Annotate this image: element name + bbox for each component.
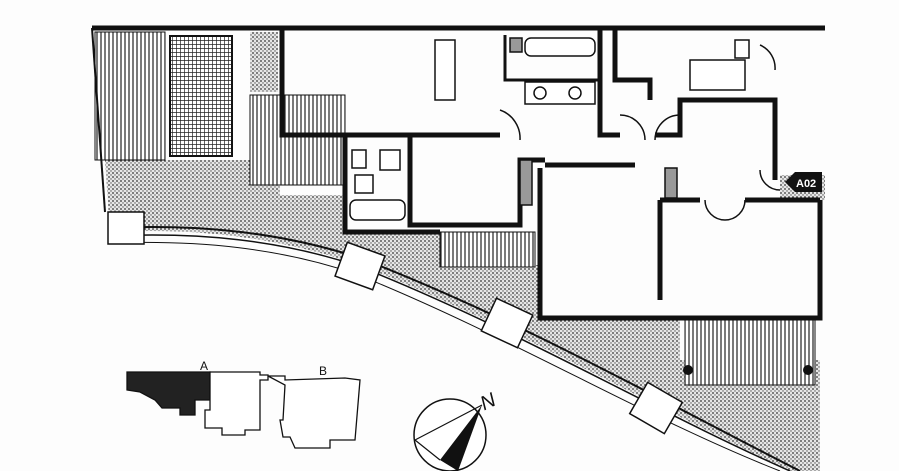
- walls: [91, 25, 825, 321]
- key-plan: A B: [126, 359, 361, 449]
- terrace-east: [684, 319, 816, 386]
- terrace-south: [439, 231, 536, 268]
- block-b-label: B: [319, 364, 327, 378]
- terrace-small: [249, 94, 346, 186]
- block-a-label: A: [200, 359, 208, 373]
- fixtures: [349, 37, 750, 221]
- unit-tag: A02: [785, 172, 822, 192]
- pillars: [107, 211, 684, 435]
- unit-code-label: A02: [796, 178, 816, 190]
- north-arrow: N: [413, 389, 500, 471]
- north-label: N: [477, 389, 500, 415]
- pergola: [169, 35, 233, 157]
- door-swings: [499, 44, 781, 221]
- terrace-west: [94, 31, 166, 161]
